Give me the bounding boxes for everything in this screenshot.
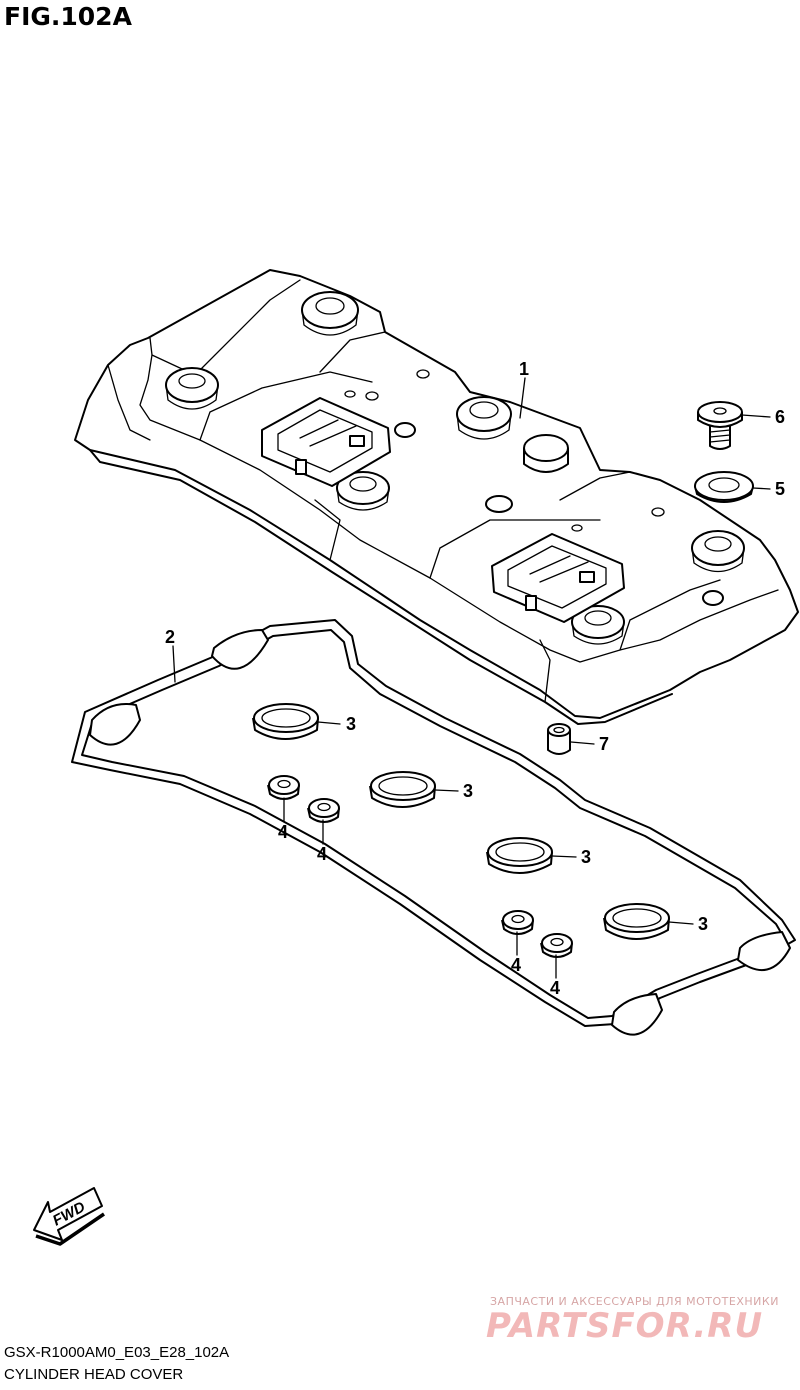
- callout-3b: 3: [463, 781, 473, 801]
- washer: [694, 471, 754, 503]
- leader-lines: [172, 377, 771, 979]
- plug-seal-1: [252, 703, 319, 740]
- bolt-boss-5: [691, 530, 745, 573]
- grommet-2: [307, 798, 340, 823]
- part-name: CYLINDER HEAD COVER: [4, 1366, 184, 1383]
- callout-4a: 4: [278, 822, 288, 842]
- grommet-3: [501, 910, 534, 935]
- callout-7: 7: [599, 734, 609, 754]
- bolt-boss-6: [571, 605, 625, 645]
- callout-5: 5: [775, 479, 785, 499]
- cover-bolt: [697, 401, 743, 450]
- watermark-slogan: ЗАПЧАСТИ И АКСЕССУАРЫ ДЛЯ МОТОТЕХНИКИ: [490, 1295, 779, 1308]
- callout-3a: 3: [346, 714, 356, 734]
- callout-3c: 3: [581, 847, 591, 867]
- bolt-boss-2: [165, 367, 219, 410]
- plug-seal-4: [603, 903, 670, 940]
- dowel-pin: [547, 723, 571, 755]
- model-code: GSX-R1000AM0_E03_E28_102A: [4, 1344, 230, 1361]
- bolt-boss-1: [301, 291, 359, 336]
- cylinder-head-cover: [74, 269, 799, 725]
- grommet-4: [540, 933, 573, 958]
- bolt-boss-3: [456, 396, 512, 440]
- callout-4b: 4: [317, 844, 327, 864]
- plug-seal-3: [486, 837, 553, 874]
- plug-opening-1: [261, 397, 391, 487]
- bolt-boss-4: [336, 471, 390, 511]
- plug-seal-2: [369, 771, 436, 808]
- oil-filler-cap: [523, 434, 569, 473]
- callout-6: 6: [775, 407, 785, 427]
- callout-2: 2: [165, 627, 175, 647]
- figure-title: FIG.102A: [4, 2, 132, 31]
- callout-3d: 3: [698, 914, 708, 934]
- callout-1: 1: [519, 359, 529, 379]
- watermark-logo: PARTSFOR.RU: [486, 1306, 764, 1346]
- plug-opening-2: [491, 533, 625, 623]
- grommet-1: [267, 775, 300, 800]
- callouts: 1 2 3 3 3 3 4 4 4 4 5 6 7: [165, 359, 785, 998]
- callout-4d: 4: [550, 978, 560, 998]
- callout-4c: 4: [511, 955, 521, 975]
- fwd-arrow-icon: FWD: [33, 1187, 105, 1246]
- head-cover-gasket: [71, 619, 796, 1036]
